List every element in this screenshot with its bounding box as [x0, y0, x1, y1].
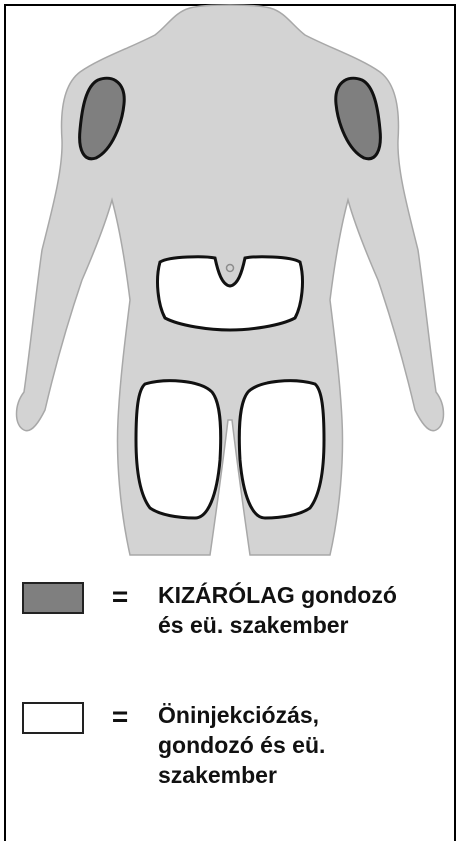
body-silhouette: [17, 5, 444, 555]
right-thigh-zone: [239, 381, 324, 518]
legend-label-caregiver-only: KIZÁRÓLAG gondozó és eü. szakember: [158, 580, 398, 640]
legend-equals: =: [98, 580, 142, 614]
legend-item-self-injection: = Öninjekciózás, gondozó és eü. szakembe…: [22, 700, 398, 790]
legend-swatch-white: [22, 702, 84, 734]
legend-label-self-injection: Öninjekciózás, gondozó és eü. szakember: [158, 700, 398, 790]
legend-equals: =: [98, 700, 142, 734]
left-thigh-zone: [136, 381, 221, 518]
legend-swatch-gray: [22, 582, 84, 614]
legend-item-caregiver-only: = KIZÁRÓLAG gondozó és eü. szakember: [22, 580, 398, 640]
body-diagram: [0, 0, 460, 560]
